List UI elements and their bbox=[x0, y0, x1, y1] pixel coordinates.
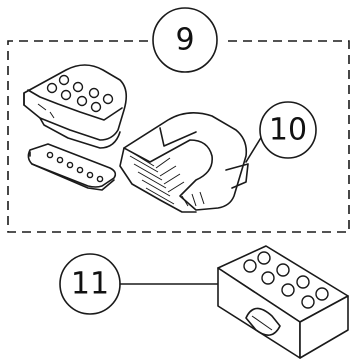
oval-holder-part bbox=[23, 64, 128, 149]
callout-9-label: 9 bbox=[175, 23, 194, 58]
flat-plate-part bbox=[27, 143, 117, 191]
hole-block-part bbox=[217, 245, 349, 359]
callout-11-label: 11 bbox=[71, 267, 109, 302]
u-clip-part bbox=[119, 112, 249, 213]
callout-10: 10 bbox=[245, 101, 317, 163]
callout-9: 9 bbox=[152, 7, 218, 73]
callout-10-label: 10 bbox=[269, 113, 307, 148]
callout-11: 11 bbox=[59, 253, 219, 315]
assembly-group-dashed-frame bbox=[7, 40, 350, 233]
